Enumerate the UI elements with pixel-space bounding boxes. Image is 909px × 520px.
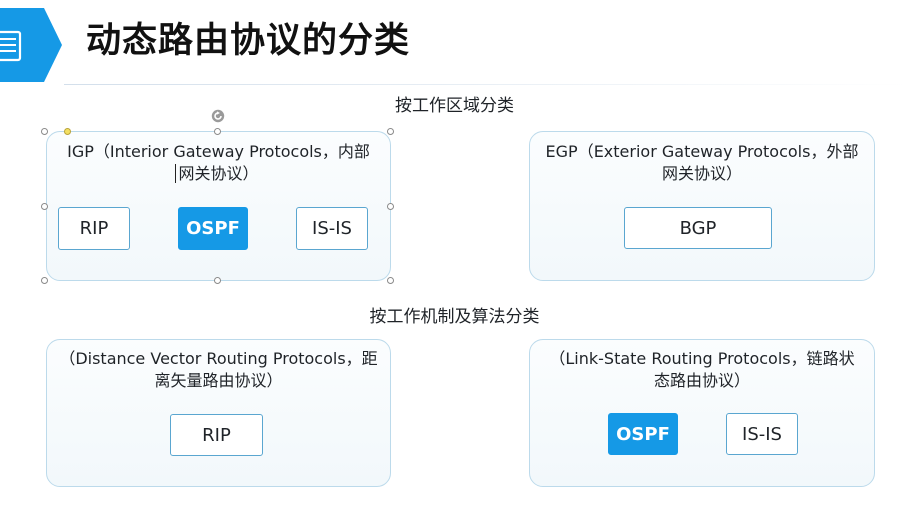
resize-handle-top[interactable] bbox=[214, 128, 221, 135]
igp-panel[interactable] bbox=[46, 131, 391, 281]
igp-caption-line1: IGP（Interior Gateway Protocols，内部 bbox=[67, 142, 370, 161]
link-state-caption-line2: 态路由协议） bbox=[653, 371, 750, 390]
resize-handle-top-left[interactable] bbox=[41, 128, 48, 135]
egp-caption-line1: EGP（Exterior Gateway Protocols，外部 bbox=[545, 142, 859, 161]
title-divider bbox=[64, 84, 909, 85]
resize-handle-bottom[interactable] bbox=[214, 277, 221, 284]
distance-vector-item-rip[interactable]: RIP bbox=[170, 414, 263, 456]
igp-item-ospf[interactable]: OSPF bbox=[178, 207, 248, 250]
resize-handle-bottom-right[interactable] bbox=[387, 277, 394, 284]
document-list-icon bbox=[0, 8, 62, 82]
section-title-by-algorithm: 按工作机制及算法分类 bbox=[369, 307, 540, 327]
igp-caption[interactable]: IGP（Interior Gateway Protocols，内部 网关协议） bbox=[46, 141, 391, 185]
distance-vector-panel bbox=[46, 339, 391, 487]
egp-panel bbox=[529, 131, 875, 281]
igp-item-is-is[interactable]: IS-IS bbox=[296, 207, 368, 250]
resize-handle-top-right[interactable] bbox=[387, 128, 394, 135]
resize-handle-right[interactable] bbox=[387, 203, 394, 210]
link-state-caption: （Link-State Routing Protocols，链路状 态路由协议） bbox=[529, 348, 875, 392]
link-state-item-is-is[interactable]: IS-IS bbox=[726, 413, 798, 455]
resize-handle-left[interactable] bbox=[41, 203, 48, 210]
distance-vector-caption: （Distance Vector Routing Protocols，距 离矢量… bbox=[46, 348, 391, 392]
igp-caption-line2: 网关协议） bbox=[178, 164, 259, 183]
egp-caption: EGP（Exterior Gateway Protocols，外部 网关协议） bbox=[529, 141, 875, 185]
section-title-by-area: 按工作区域分类 bbox=[395, 96, 514, 116]
distance-vector-caption-line2: 离矢量路由协议） bbox=[154, 371, 283, 390]
link-state-caption-line1: （Link-State Routing Protocols，链路状 bbox=[549, 349, 855, 368]
distance-vector-caption-line1: （Distance Vector Routing Protocols，距 bbox=[59, 349, 378, 368]
adjust-handle[interactable] bbox=[64, 128, 71, 135]
rotate-handle-icon[interactable] bbox=[211, 109, 225, 123]
egp-item-bgp[interactable]: BGP bbox=[624, 207, 772, 249]
igp-item-rip[interactable]: RIP bbox=[58, 207, 130, 250]
text-cursor bbox=[175, 164, 176, 183]
egp-caption-line2: 网关协议） bbox=[661, 164, 742, 183]
resize-handle-bottom-left[interactable] bbox=[41, 277, 48, 284]
page-title: 动态路由协议的分类 bbox=[86, 21, 411, 61]
link-state-item-ospf[interactable]: OSPF bbox=[608, 413, 678, 455]
link-state-panel bbox=[529, 339, 875, 487]
